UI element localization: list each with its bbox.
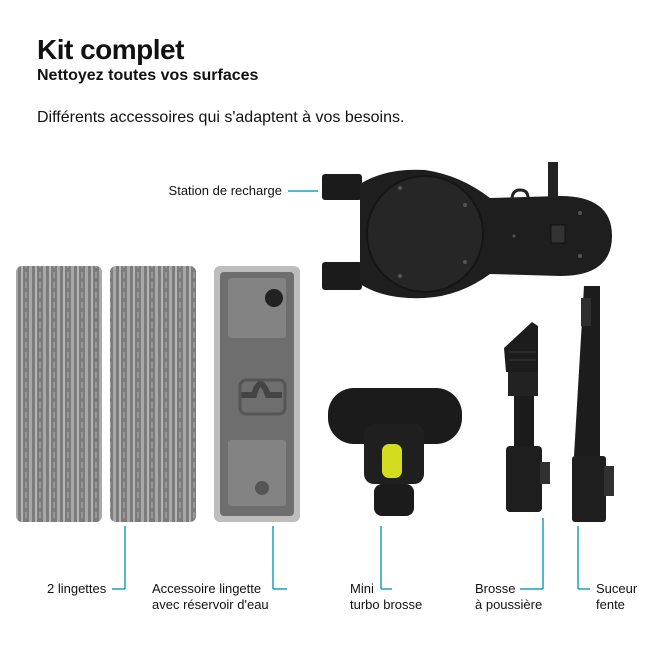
mop-label-line1: Accessoire lingette xyxy=(152,581,262,596)
callout-lines xyxy=(112,190,590,590)
mini-turbo-brush-image xyxy=(328,388,462,516)
mop-accessory-image xyxy=(214,266,300,522)
mop-label-line2: avec réservoir d'eau xyxy=(152,597,269,612)
charging-station-image xyxy=(322,162,612,299)
dust-label-line1: Brosse xyxy=(475,581,516,596)
wipes-label: 2 lingettes xyxy=(47,581,107,596)
intro-text: Différents accessoires qui s'adaptent à … xyxy=(37,109,405,126)
page-subtitle: Nettoyez toutes vos surfaces xyxy=(37,67,259,84)
crevice-label-line2: fente xyxy=(596,597,625,612)
wipe-pads-image xyxy=(16,266,196,522)
page-title: Kit complet xyxy=(37,34,184,65)
turbo-label-line1: Mini xyxy=(350,581,374,596)
station-label: Station de recharge xyxy=(168,183,282,198)
dust-label-line2: à poussière xyxy=(475,597,543,612)
turbo-label-line2: turbo brosse xyxy=(350,597,423,612)
crevice-label-line1: Suceur xyxy=(596,581,638,596)
dust-brush-image xyxy=(504,322,550,512)
crevice-tool-image xyxy=(572,286,614,522)
